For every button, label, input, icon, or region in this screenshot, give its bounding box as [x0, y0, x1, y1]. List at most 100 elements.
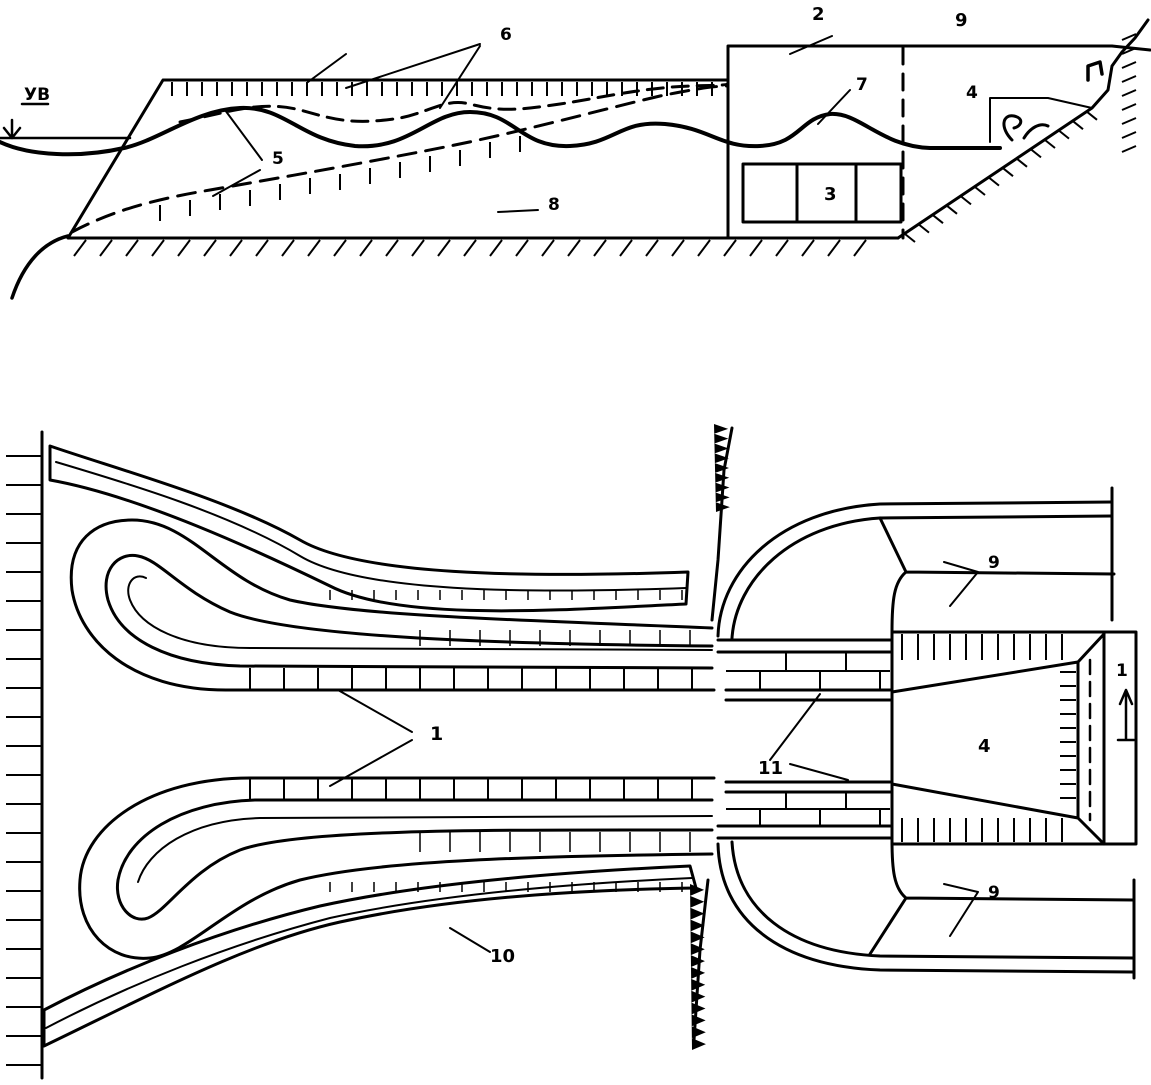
hatch-mark	[489, 239, 503, 257]
upper-training-wall	[48, 444, 690, 613]
upper-training-wall-inner	[55, 461, 687, 592]
spike-row	[714, 424, 730, 512]
hatch-mark	[333, 239, 347, 257]
label-4-plan: 4	[978, 736, 991, 757]
channel-upper-wall	[716, 638, 892, 702]
leader-lines-plan	[329, 561, 979, 953]
hatch-mark	[1121, 117, 1137, 125]
hatch-mark	[1121, 61, 1137, 69]
hatch-mark	[1121, 145, 1137, 153]
hatch-mark	[645, 239, 659, 257]
upper-jetty-inner	[104, 553, 714, 670]
hatch-mark	[385, 239, 399, 257]
label-1-intake: 1	[1116, 661, 1128, 681]
hatch-mark	[1016, 158, 1028, 168]
dam-axis-lower	[692, 878, 710, 1042]
flow-arrow-1	[1116, 688, 1136, 742]
channel-lower-wall	[716, 780, 892, 840]
hatch-mark	[827, 239, 841, 257]
hatch-mark	[229, 239, 243, 257]
hatch-mark	[1058, 129, 1070, 140]
hatch-mark	[99, 239, 113, 257]
hatch-mark	[1121, 33, 1137, 41]
label-4-top: 4	[966, 83, 978, 103]
hatch-mark	[437, 239, 451, 257]
label-water-level: УВ	[24, 85, 50, 105]
intake-funnel	[890, 632, 1106, 846]
hatch-mark	[932, 214, 944, 224]
label-9-top: 9	[955, 10, 968, 31]
label-8: 8	[548, 195, 560, 215]
hatch-mark	[960, 195, 972, 206]
hatch-mark	[541, 239, 555, 257]
hatch-mark	[697, 239, 711, 257]
ground-curve	[10, 234, 70, 300]
hatch-mark	[151, 239, 165, 257]
upper-basin-9	[878, 516, 1116, 634]
hatch-mark	[1121, 103, 1137, 111]
intake-chamber-4	[890, 630, 1138, 846]
hatch-mark	[411, 239, 425, 257]
hatch-mark	[671, 239, 685, 257]
hatch-mark	[988, 176, 1000, 187]
label-2: 2	[812, 4, 825, 25]
chamber-3	[741, 162, 903, 224]
chamber-3-dividers	[795, 162, 858, 224]
hatch-mark	[203, 239, 217, 257]
leader-lines-top	[212, 35, 1093, 213]
lower-jetty-outer	[78, 776, 716, 960]
hatch-mark	[974, 186, 986, 196]
intake-hook	[1002, 114, 1050, 142]
hatch-mark	[177, 239, 191, 257]
dam-axis-upper	[710, 426, 734, 622]
hatch-mark	[918, 223, 930, 234]
lower-basin-9	[868, 838, 1136, 956]
hatch-mark	[946, 205, 958, 215]
intake-ticks	[901, 634, 1076, 842]
channel-bricks	[249, 590, 890, 892]
label-6: 6	[500, 25, 512, 45]
hatch-mark	[775, 239, 789, 257]
plan-view: 1 1 4 9 9 11 10	[6, 424, 1138, 1080]
embankment-outline	[66, 44, 1151, 240]
hatch-mark	[515, 239, 529, 257]
hatch-mark	[307, 239, 321, 257]
hatch-mark	[619, 239, 633, 257]
label-9-upper: 9	[988, 553, 1000, 573]
hatch-mark	[593, 239, 607, 257]
water-level-arrow	[2, 102, 50, 140]
hatch-mark	[1072, 120, 1084, 130]
label-3: 3	[824, 184, 837, 205]
hatch-mark	[1121, 75, 1137, 83]
hatch-mark	[463, 239, 477, 257]
hatch-mark	[904, 233, 916, 243]
hatch-mark	[359, 239, 373, 257]
hatch-mark	[801, 239, 815, 257]
label-1-plan: 1	[430, 723, 443, 745]
hatch-mark	[125, 239, 139, 257]
label-10: 10	[490, 946, 515, 967]
lower-training-wall	[42, 864, 698, 1048]
hatch-mark	[1030, 148, 1042, 159]
label-9-lower: 9	[988, 883, 1000, 903]
hatch-mark	[1002, 167, 1014, 177]
upper-jetty-outer	[69, 518, 716, 692]
dashed-curve-6	[178, 82, 730, 124]
hatch-mark	[73, 239, 87, 257]
hatch-mark	[723, 239, 737, 257]
lower-jetty-mid	[137, 815, 713, 883]
right-slope	[896, 18, 1150, 240]
wave-line-7	[0, 105, 1002, 157]
label-11: 11	[758, 758, 783, 779]
shore-ticks	[6, 455, 42, 1066]
dashed-curve-5	[70, 84, 730, 234]
hatch-mark	[1086, 111, 1098, 121]
label-7: 7	[856, 75, 868, 95]
upper-jetty-mid	[127, 575, 713, 651]
hatch-mark	[567, 239, 581, 257]
section-view: УВ 6 2 9 7 4 5 3 8	[0, 4, 1151, 300]
hatch-mark	[1044, 139, 1056, 149]
lower-training-wall-inner	[45, 877, 693, 1029]
